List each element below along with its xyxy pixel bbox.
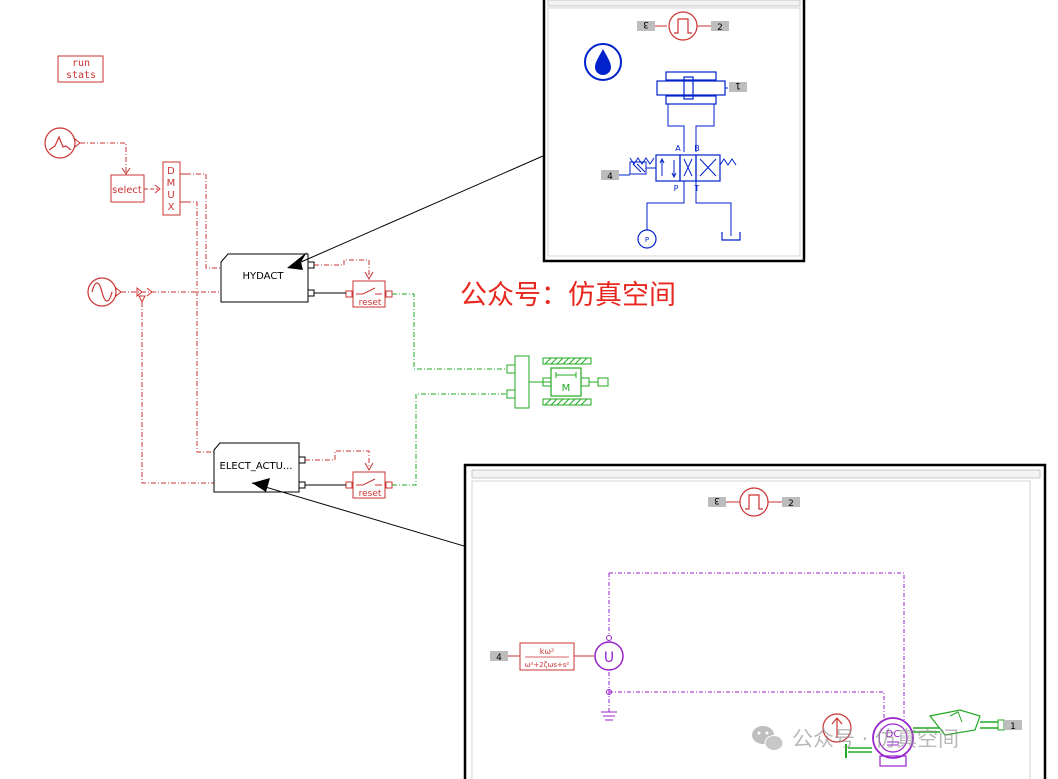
pulse-wave-icon (674, 18, 692, 34)
voltage-source[interactable]: U (594, 641, 624, 671)
select-label: select (112, 185, 142, 196)
run-stats-label-2: stats (66, 70, 96, 81)
pulse-wave-icon-2 (745, 494, 763, 510)
ground-icon (601, 711, 617, 721)
peak-wave-icon (48, 135, 72, 151)
hydraulic-fluid-icon (584, 43, 622, 81)
watermark-text: 公众号：仿真空间 (460, 280, 676, 311)
reset-switch-2[interactable]: reset (345, 471, 393, 499)
pump-label: P (645, 236, 649, 244)
hyd-valve-port: 4 (607, 172, 613, 182)
electric-wire-top (609, 572, 905, 720)
dmux-letter-m: M (167, 178, 176, 189)
dmux-letter-x: X (168, 202, 175, 213)
electric-wire-bottom (609, 691, 885, 720)
hydraulic-callout-line (300, 137, 585, 263)
transfer-function-block[interactable]: 4 kω² ω²+2ζωs+s² (490, 642, 594, 671)
reset-label-1: reset (359, 298, 382, 308)
reset-switch-1[interactable]: reset (345, 280, 393, 308)
run-stats-label-1: run (72, 58, 90, 69)
hydraulic-pump[interactable]: P (637, 229, 657, 249)
valve-port-b: B (694, 144, 700, 153)
elect-actuator-block[interactable]: ELECT_ACTU... (213, 442, 306, 493)
elec-pulse-port-right: 2 (788, 499, 794, 509)
mass-label: M (562, 383, 571, 394)
wechat-watermark: 公众号 · 仿真空间 (752, 726, 959, 751)
elec-pulse-port-left: 3 (714, 495, 720, 505)
wechat-watermark-text: 公众号 · 仿真空间 (792, 727, 959, 751)
valve-port-p: P (674, 184, 679, 193)
elec-tf-port: 4 (496, 653, 502, 663)
dc-motor[interactable]: DC (872, 717, 914, 767)
signal-link (80, 142, 127, 172)
hyd-cylinder-port: 1 (735, 80, 741, 90)
sine-wave-icon (91, 282, 113, 302)
wechat-icon (752, 726, 784, 751)
elec-mechanical-output[interactable]: 1 (845, 709, 1022, 758)
hyd-pulse-port-right: 2 (717, 23, 723, 33)
current-sensor[interactable] (822, 713, 852, 743)
mechanical-junction[interactable] (506, 355, 551, 409)
dmux-letter-u: U (167, 190, 174, 201)
dc-motor-label: DC (886, 729, 901, 740)
valve-port-t: T (694, 184, 700, 193)
select-block[interactable]: select (110, 174, 145, 203)
dmux-block[interactable]: D M U X (162, 161, 181, 216)
hyd-pulse-source[interactable]: 3 2 (637, 11, 729, 41)
sine-source-block[interactable] (87, 277, 122, 307)
directional-valve[interactable]: A B P T 4 (601, 144, 737, 193)
elect-actuator-label: ELECT_ACTU... (220, 461, 293, 472)
hydact-label: HYDACT (243, 271, 285, 282)
electric-callout-arrowhead-left (252, 478, 270, 492)
hydraulic-inset-panel[interactable] (542, 0, 806, 263)
tank-icon (721, 232, 741, 241)
hydraulic-cylinder[interactable]: 1 (656, 71, 747, 105)
valve-port-a: A (675, 144, 681, 153)
elec-pulse-source[interactable]: 3 2 (708, 487, 800, 517)
run-stats-block[interactable]: run stats (57, 55, 104, 83)
tf-denominator: ω²+2ζωs+s² (525, 661, 570, 669)
tf-numerator: kω² (540, 647, 555, 656)
reset-label-2: reset (359, 489, 382, 499)
dmux-letter-d: D (167, 166, 175, 177)
mass-block[interactable]: M (542, 357, 609, 406)
hydraulic-callout-arrowhead-left (287, 252, 307, 270)
electric-inset-panel[interactable] (463, 463, 1047, 779)
hyd-pulse-port-left: 3 (643, 19, 649, 29)
signal-generator-block[interactable] (44, 127, 81, 159)
voltage-source-label: U (604, 650, 614, 666)
elec-output-port: 1 (1010, 722, 1016, 732)
